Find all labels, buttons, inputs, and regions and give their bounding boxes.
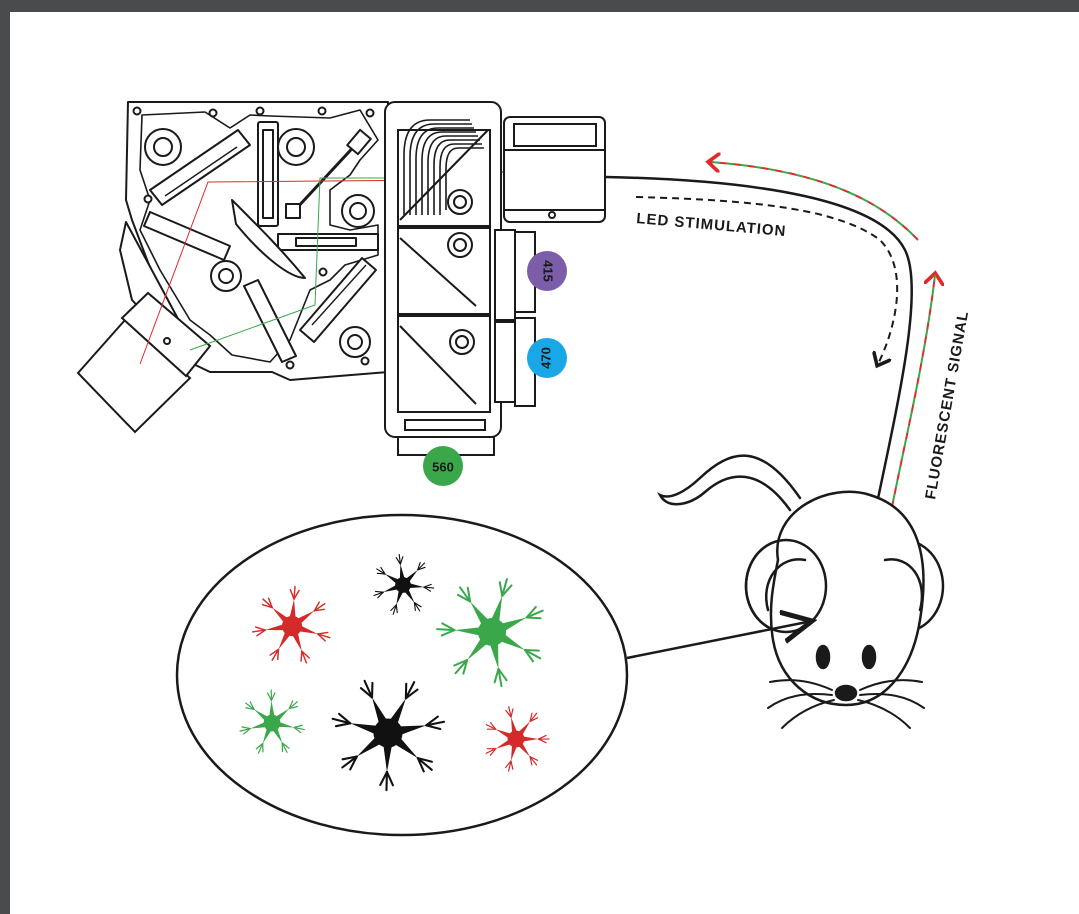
led-470-badge: 470 bbox=[527, 338, 567, 378]
fiber-connector bbox=[503, 116, 606, 223]
neuron-black-2 bbox=[331, 679, 446, 792]
led-560-badge: 560 bbox=[423, 446, 463, 486]
camera-module bbox=[76, 291, 212, 434]
neuron-green-1 bbox=[436, 578, 544, 688]
fiber-ribbon bbox=[403, 119, 484, 215]
led-stimulation-arrow bbox=[635, 196, 899, 364]
led-415-label: 415 bbox=[541, 260, 556, 282]
led-stimulation-label: LED STIMULATION bbox=[636, 210, 787, 240]
neuron-red-1 bbox=[252, 585, 331, 664]
neuron-group bbox=[239, 553, 550, 792]
optical-fiber-cable bbox=[604, 175, 914, 616]
fluorescent-return-arrow-upper-green bbox=[709, 161, 919, 241]
zoom-pointer-arrow bbox=[626, 621, 812, 660]
led-560-label: 560 bbox=[432, 459, 454, 474]
neuron-red-2 bbox=[485, 706, 550, 772]
led-415-badge: 415 bbox=[527, 251, 567, 291]
led-470-label: 470 bbox=[538, 347, 553, 369]
neuron-green-2 bbox=[239, 689, 305, 754]
neuron-black-1 bbox=[373, 553, 435, 615]
brain-tissue-zoom-ellipse bbox=[175, 513, 629, 837]
microscope-housing bbox=[119, 101, 389, 381]
mouse-illustration bbox=[657, 454, 945, 729]
fluorescent-return-arrow-lower-green bbox=[888, 274, 936, 523]
filter-cube-stack bbox=[384, 101, 536, 456]
fluorescent-signal-label: FLUORESCENT SIGNAL bbox=[922, 309, 972, 500]
fluorescent-return-arrow-lower bbox=[888, 275, 935, 523]
